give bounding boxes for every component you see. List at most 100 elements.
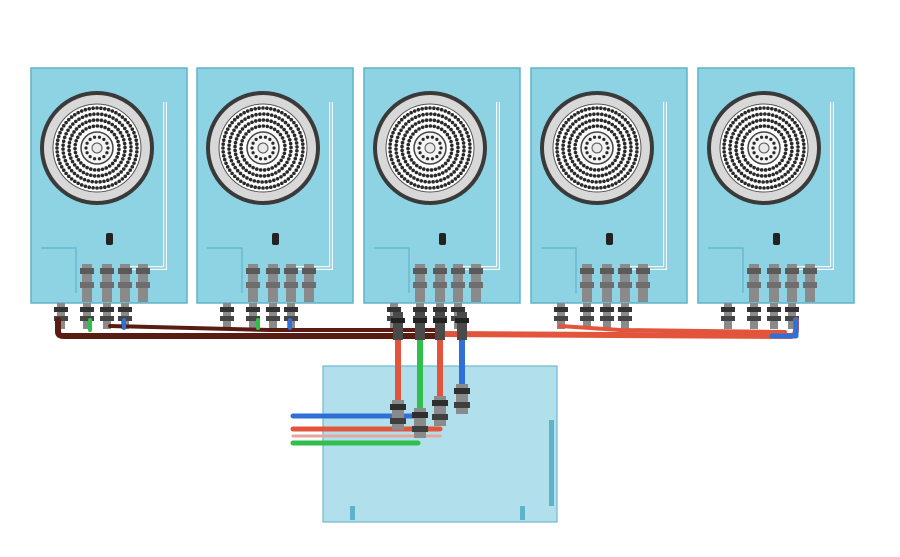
fan-grille-hole [575, 174, 580, 178]
fan-grille-hole [257, 106, 261, 110]
fan-grille-hole [613, 125, 618, 129]
fan-grille-hole [114, 181, 118, 186]
fan-grille-hole [443, 183, 448, 187]
fan-grille-hole [116, 163, 121, 168]
fan-grille-hole [610, 183, 615, 187]
fitting-icon [455, 312, 469, 340]
fan-grille-hole [413, 122, 418, 126]
fan-grille-hole [258, 168, 263, 172]
fan-grille-hole [106, 127, 111, 132]
fan-grille-hole [576, 135, 580, 140]
fan-grille-hole [400, 165, 405, 170]
fan-grille-hole [109, 176, 114, 181]
fan-grille-hole [461, 168, 466, 173]
fan-grille-hole [777, 161, 782, 166]
fitting-nut [413, 318, 427, 323]
fan-hub [424, 142, 436, 154]
fan-grille-hole [613, 158, 617, 163]
fan-grille-hole [72, 171, 77, 176]
valve-body [580, 307, 594, 312]
fan-grille-hole [759, 112, 763, 116]
fan-grille-hole [273, 171, 278, 175]
fan-grille-hole [412, 183, 417, 187]
fan-grille-hole [61, 147, 65, 151]
fan-grille-hole [616, 151, 621, 156]
fan-grille-hole [629, 149, 633, 153]
fan-hub-hole [772, 151, 776, 155]
fan-grille-hole [400, 140, 405, 145]
fan-grille-hole [67, 165, 72, 170]
fan-grille-hole [743, 181, 747, 186]
fan-grille-hole [447, 181, 451, 186]
fan-grille-hole [411, 168, 415, 173]
fan-grille-hole [86, 179, 91, 183]
fan-grille-hole [296, 165, 301, 169]
fan-grille-hole [578, 132, 582, 136]
fan-grille-hole [100, 112, 104, 117]
valve-body [220, 307, 234, 312]
unit-panel-line [41, 247, 77, 293]
fitting-icon [118, 264, 132, 302]
fan-grille-hole [407, 119, 411, 124]
fan-grille-hole [99, 124, 104, 129]
fan-grille-hole [780, 175, 784, 179]
fan-grille-hole [283, 147, 287, 152]
fan-hub-hole [258, 135, 263, 139]
fan-grille-hole [614, 166, 618, 171]
fan-grille-hole [407, 127, 412, 131]
fan-grille-hole [777, 122, 782, 127]
fan-grille-hole [106, 107, 111, 112]
fan-grille-hole [606, 184, 611, 189]
fan-grille-hole [770, 119, 774, 124]
fan-grille-hole [449, 172, 453, 177]
fan-grille-hole [734, 148, 738, 153]
fan-grille-hole [421, 167, 426, 171]
fan-grille-hole [74, 154, 79, 159]
fan-grille-hole [412, 109, 417, 113]
fan-grille-hole [591, 118, 596, 123]
fan-grille-hole [566, 117, 571, 122]
fan-grille-hole [790, 145, 794, 150]
valve-body [454, 402, 470, 408]
fan-grille-hole [626, 120, 630, 125]
fan-grille-hole [404, 122, 408, 126]
boiler-unit-5 [697, 67, 855, 329]
fan-grille-hole [725, 130, 729, 135]
fan-grille-hole [568, 137, 573, 141]
fan-grille-hole [591, 186, 595, 190]
fitting-icon [747, 264, 761, 302]
valve-body [80, 307, 94, 312]
valve-body [600, 307, 614, 312]
valve-body [412, 412, 428, 418]
fan-grille-hole [239, 146, 243, 151]
fan-grille-hole [446, 158, 450, 163]
fan-hub-hole [85, 141, 89, 145]
fan-grille-hole [567, 148, 571, 153]
fan-grille-hole [732, 162, 736, 167]
fan-grille-hole [293, 156, 298, 161]
fan-grille-hole [444, 169, 448, 173]
fan-grille-hole [282, 127, 286, 132]
fan-grille-hole [285, 160, 289, 165]
fitting-nut [80, 282, 94, 288]
fitting-nut [636, 268, 650, 274]
fan-grille-hole [128, 123, 133, 128]
valve-icon [454, 384, 470, 414]
fan-grille-hole [628, 152, 633, 157]
fitting-nut [618, 268, 632, 274]
fan-grille-hole [412, 161, 416, 165]
fan-grille-hole [789, 141, 794, 146]
fan-hub-hole [435, 155, 439, 159]
fan-grille-hole [784, 143, 788, 148]
fan-grille-hole [298, 130, 302, 135]
fan-hub [91, 142, 103, 154]
fan-grille-hole [444, 116, 448, 120]
fan-grille-hole [224, 161, 228, 166]
fitting-pipe [435, 312, 445, 340]
fitting-icon [391, 312, 405, 340]
fan-grille-hole [84, 113, 88, 118]
fan-grille-hole [401, 125, 406, 129]
fitting-nut [284, 268, 298, 274]
fitting-nut [413, 268, 427, 274]
fan-grille-hole [424, 118, 429, 123]
